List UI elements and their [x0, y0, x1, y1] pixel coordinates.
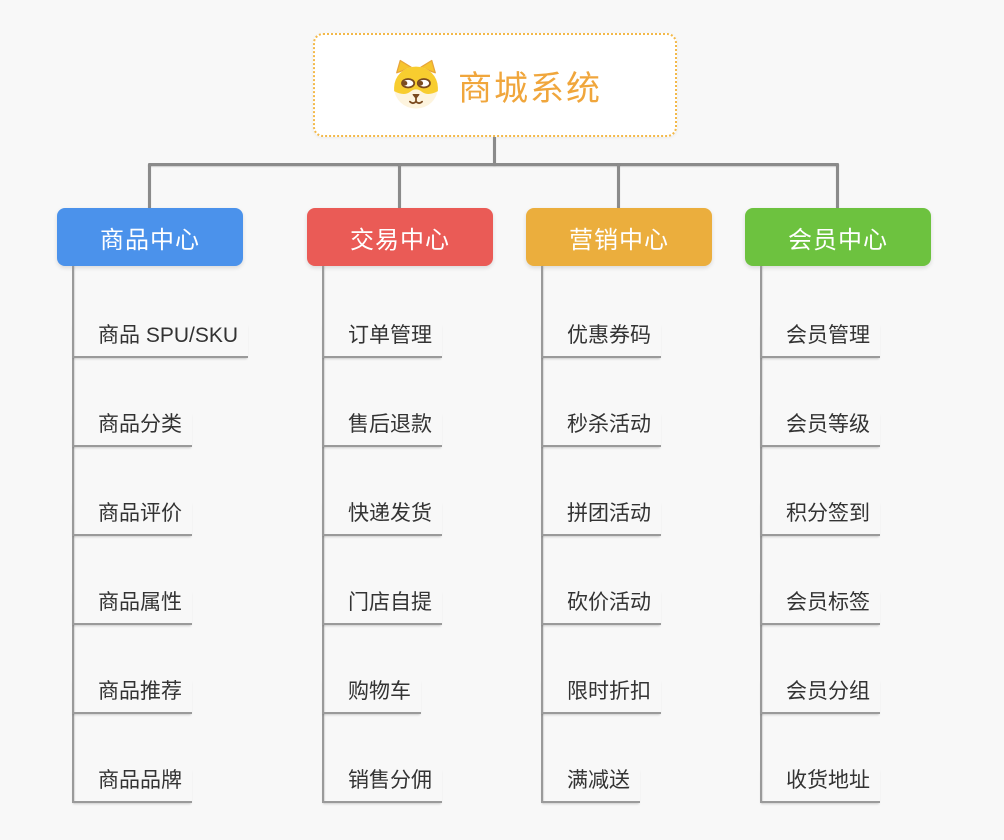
leaf-node[interactable]: 销售分佣 — [322, 768, 442, 803]
shiba-dog-icon — [394, 59, 438, 109]
branch-node[interactable]: 营销中心 — [526, 208, 712, 266]
leaf-node[interactable]: 商品属性 — [72, 590, 192, 625]
branch-node[interactable]: 交易中心 — [307, 208, 493, 266]
root-node[interactable]: 商城系统 — [313, 33, 677, 137]
leaf-node[interactable]: 商品 SPU/SKU — [72, 323, 249, 358]
leaf-node[interactable]: 砍价活动 — [541, 590, 661, 625]
branch-node[interactable]: 商品中心 — [57, 208, 243, 266]
leaf-node[interactable]: 限时折扣 — [541, 679, 661, 714]
leaf-node[interactable]: 积分签到 — [760, 501, 880, 536]
connector-drop-4 — [836, 163, 839, 209]
leaf-node[interactable]: 门店自提 — [322, 590, 442, 625]
connector-horizontal — [148, 163, 839, 166]
leaf-node[interactable]: 购物车 — [322, 679, 421, 714]
leaf-node[interactable]: 会员等级 — [760, 412, 880, 447]
connector-drop-1 — [148, 163, 151, 209]
leaf-node[interactable]: 会员标签 — [760, 590, 880, 625]
leaf-node[interactable]: 秒杀活动 — [541, 412, 661, 447]
connector-drop-2 — [398, 163, 401, 209]
connector-root-stem — [493, 137, 496, 165]
branch-node[interactable]: 会员中心 — [745, 208, 931, 266]
leaf-node[interactable]: 会员管理 — [760, 323, 880, 358]
leaf-node[interactable]: 收货地址 — [760, 768, 880, 803]
leaf-node[interactable]: 满减送 — [541, 768, 640, 803]
leaf-node[interactable]: 商品推荐 — [72, 679, 192, 714]
connector-drop-3 — [617, 163, 620, 209]
leaf-node[interactable]: 优惠券码 — [541, 323, 661, 358]
leaf-node[interactable]: 快递发货 — [322, 501, 442, 536]
leaf-node[interactable]: 商品分类 — [72, 412, 192, 447]
leaf-node[interactable]: 会员分组 — [760, 679, 880, 714]
leaf-node[interactable]: 商品评价 — [72, 501, 192, 536]
leaf-node[interactable]: 售后退款 — [322, 412, 442, 447]
leaf-node[interactable]: 商品品牌 — [72, 768, 192, 803]
leaf-node[interactable]: 拼团活动 — [541, 501, 661, 536]
root-title: 商城系统 — [458, 69, 602, 108]
leaf-node[interactable]: 订单管理 — [322, 323, 442, 358]
